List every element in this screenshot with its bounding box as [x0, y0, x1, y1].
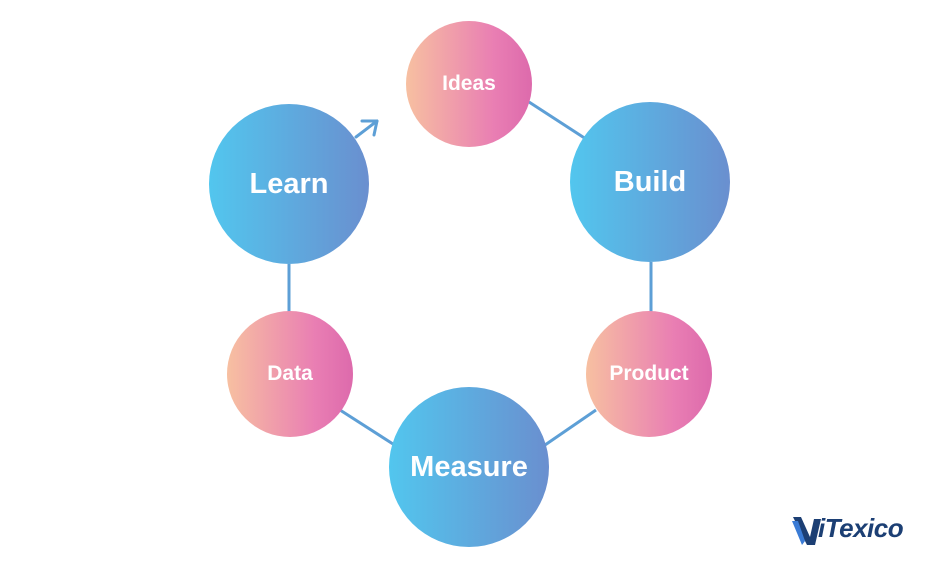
node-product-label: Product [609, 362, 689, 385]
connector-product-measure [544, 408, 597, 447]
node-build-label: Build [613, 165, 687, 198]
itexico-logo-icon [792, 517, 821, 545]
node-learn: Learn [209, 104, 369, 264]
node-ideas: Ideas [406, 21, 532, 147]
node-ideas-label: Ideas [442, 72, 496, 95]
node-data-label: Data [267, 362, 313, 385]
connector-ideas-build [528, 100, 587, 141]
connector-measure-data [339, 408, 394, 446]
node-build: Build [570, 102, 730, 262]
arrow-learn-ideas [354, 119, 379, 139]
node-measure-label: Measure [410, 450, 528, 483]
node-product: Product [586, 311, 712, 437]
itexico-logo: iTexico [790, 511, 915, 549]
itexico-logo-text: iTexico [818, 513, 904, 543]
node-data: Data [227, 311, 353, 437]
node-measure: Measure [389, 387, 549, 547]
node-learn-label: Learn [249, 167, 329, 200]
